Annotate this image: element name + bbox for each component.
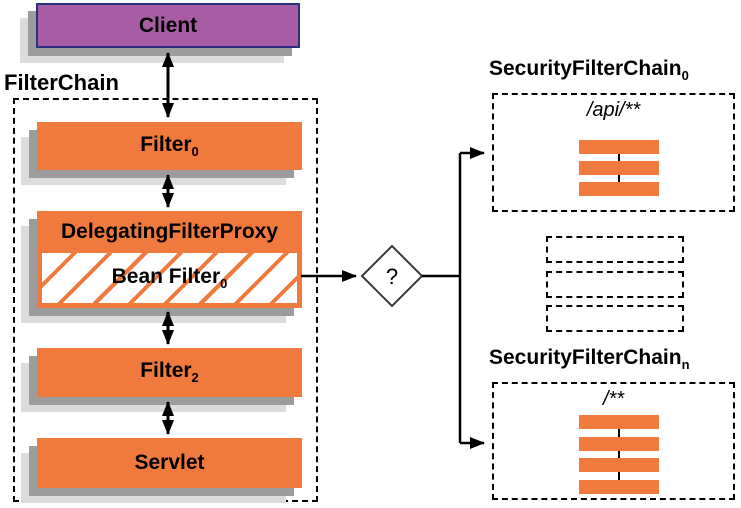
- security-filter-chain-0-title: SecurityFilterChain0: [489, 57, 689, 84]
- servlet-box: Servlet: [37, 438, 302, 488]
- filter-bar: [579, 182, 659, 196]
- security-filter-chain-0-url-pattern: /api/**: [586, 99, 641, 121]
- security-filter-chain-n-url-pattern: /**: [602, 388, 625, 410]
- filter2-box: Filter2: [37, 348, 302, 397]
- filter0-box: Filter0: [37, 122, 302, 170]
- security-filter-chain-placeholder: [546, 236, 684, 263]
- filter-bar: [579, 161, 659, 175]
- bean-filter-box: Bean Filter0: [42, 253, 297, 303]
- delegating-filter-proxy-label: DelegatingFilterProxy: [60, 220, 279, 243]
- filter-bar: [579, 140, 659, 154]
- bean-filter-subscript: 0: [220, 276, 228, 292]
- filter2-subscript: 2: [191, 370, 199, 386]
- security-filter-chain-0-box: /api/**: [492, 93, 735, 212]
- filter-bar: [579, 458, 659, 472]
- filter-bar: [579, 480, 659, 494]
- filter0-label: Filter0: [140, 132, 199, 160]
- decision-question-mark: ?: [386, 264, 398, 289]
- decision-branch-line: [422, 153, 462, 443]
- security-filter-chain-placeholder: [546, 305, 684, 332]
- delegating-filter-proxy-box: DelegatingFilterProxy Bean Filter0: [37, 211, 302, 308]
- security-filter-chain-n-subscript: n: [681, 357, 690, 373]
- security-filter-chain-placeholder: [546, 271, 684, 298]
- filterchain-label: FilterChain: [4, 70, 119, 95]
- filter0-subscript: 0: [191, 144, 199, 160]
- security-filter-chain-0-subscript: 0: [681, 68, 689, 84]
- decision-diamond: [360, 244, 424, 308]
- filter-bar: [579, 437, 659, 451]
- filter2-label: Filter2: [140, 359, 199, 386]
- filter-stack-connector: [618, 422, 620, 487]
- client-label: Client: [138, 13, 198, 37]
- client-box: Client: [36, 3, 300, 48]
- bean-filter-label: Bean Filter0: [111, 264, 228, 292]
- security-filter-chain-n-title: SecurityFilterChainn: [489, 346, 690, 373]
- security-filter-chain-n-box: /**: [492, 382, 735, 500]
- servlet-label: Servlet: [134, 451, 205, 474]
- filter-bar: [579, 415, 659, 429]
